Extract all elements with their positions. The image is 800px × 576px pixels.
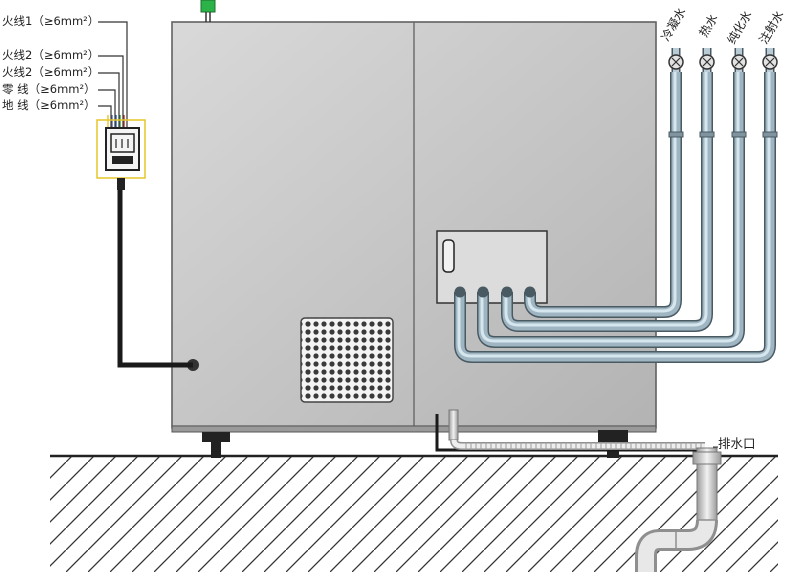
- pipe-labels: 冷凝水 热水 纯化水 注射水: [658, 5, 787, 47]
- pipe-label-condensate: 冷凝水: [658, 5, 689, 44]
- water-pipes: [454, 48, 778, 363]
- pipe-label-purified-water: 纯化水: [724, 8, 754, 46]
- pipe-port-icon: [524, 286, 536, 298]
- pipe-port-icon: [501, 286, 513, 298]
- wire-leads: [98, 21, 128, 128]
- wiring-labels: 火线1（≥6mm²） 火线2（≥6mm²） 火线2（≥6mm²） 零 线（≥6m…: [2, 14, 99, 112]
- door-handle-icon: [442, 239, 455, 273]
- wire-lead-3: [98, 89, 116, 128]
- circuit-breaker: [96, 119, 146, 190]
- wire-label-ground: 地 线（≥6mm²）: [2, 98, 96, 112]
- pipe-label-hot-water: 热水: [696, 12, 720, 40]
- ground: [50, 454, 778, 572]
- wire-label-neutral: 零 线（≥6mm²）: [2, 82, 96, 96]
- hose-ribs: [465, 442, 702, 450]
- pipe-port-icon: [477, 286, 489, 298]
- pipe-port-icon: [454, 286, 466, 298]
- wire-lead-1: [98, 55, 124, 128]
- equipment-cabinet: [171, 0, 657, 433]
- wire-label-live1: 火线1（≥6mm²）: [2, 14, 99, 28]
- pipe-label-injection-water: 注射水: [756, 8, 787, 47]
- drain-outlet-label: 排水口: [718, 436, 756, 451]
- drain-system: 排水口: [435, 409, 756, 572]
- indicator-light-icon: [200, 0, 216, 13]
- wire-label-live2: 火线2（≥6mm²）: [2, 48, 99, 62]
- wire-lead-4: [98, 105, 112, 128]
- wire-label-live3: 火线2（≥6mm²）: [2, 65, 99, 79]
- wire-lead-2: [98, 72, 120, 128]
- vent-grille: [300, 317, 394, 403]
- power-cable: [117, 190, 193, 368]
- wire-lead-0: [98, 21, 128, 128]
